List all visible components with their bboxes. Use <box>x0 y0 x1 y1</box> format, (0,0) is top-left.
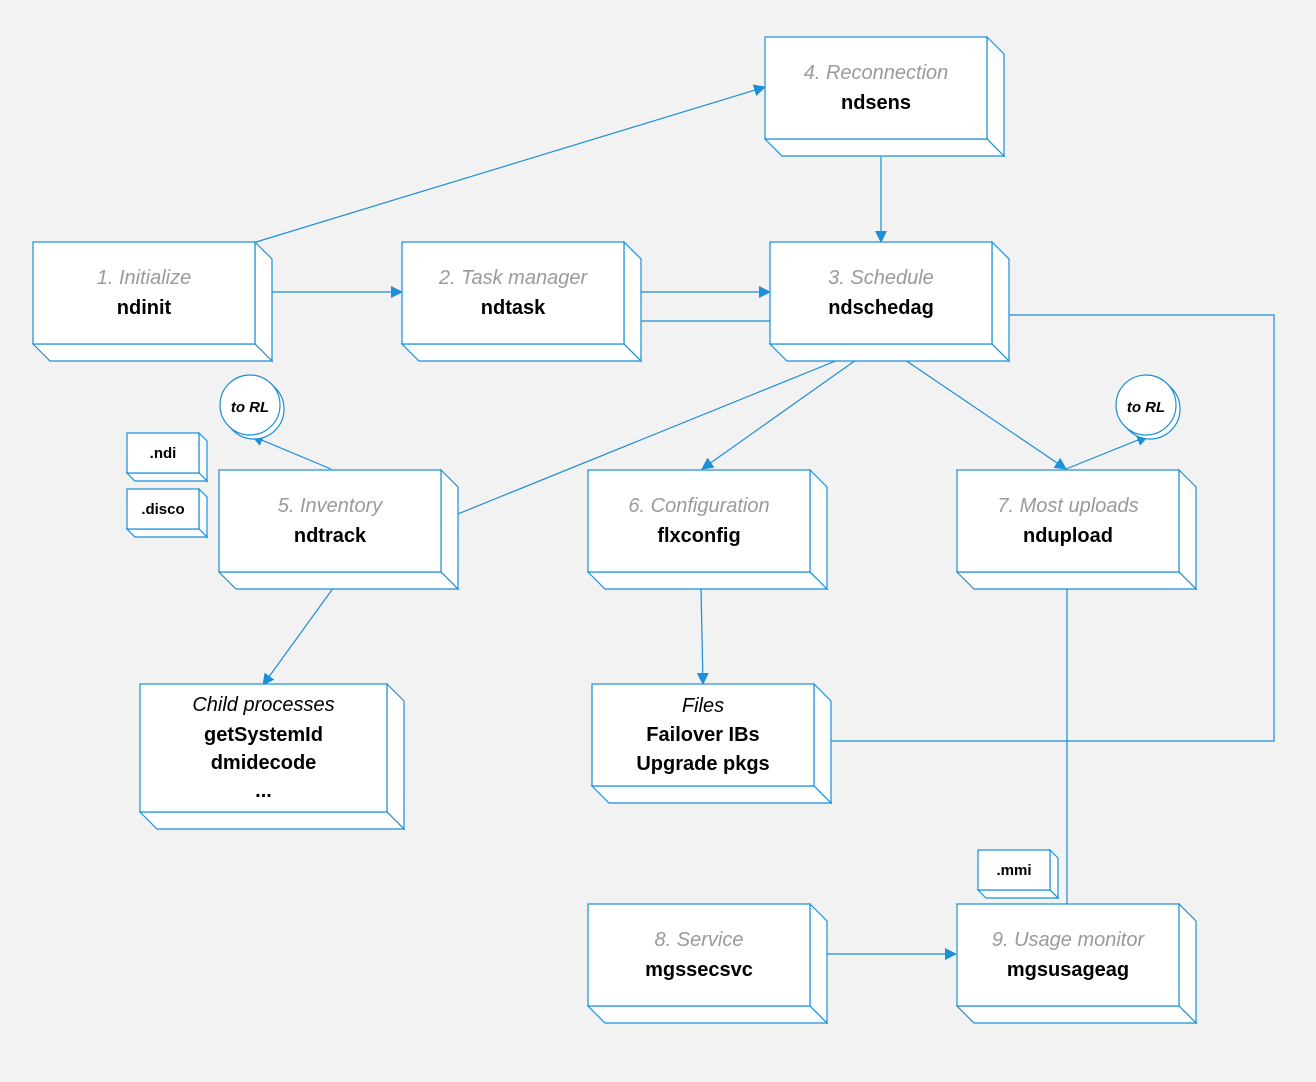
edge-files-schedule <box>816 309 1275 742</box>
files-item: Failover IBs <box>646 724 759 746</box>
node-schedule[interactable]: 3. Schedule ndschedag <box>768 240 1011 363</box>
box-bottom <box>586 571 829 590</box>
box-side <box>991 240 1010 363</box>
node-reconnection[interactable]: 4. Reconnection ndsens <box>763 35 1006 158</box>
node-name-label: ndtrack <box>294 525 367 547</box>
box-face <box>587 903 811 1007</box>
node-name-label: ndupload <box>1023 525 1113 547</box>
node-usage-monitor[interactable]: 9. Usage monitor mgsusageag <box>955 902 1198 1025</box>
node-name-label: mgssecsvc <box>645 959 753 981</box>
node-step-label: 7. Most uploads <box>997 495 1138 517</box>
box-face <box>126 432 200 474</box>
node-most-uploads[interactable]: 7. Most uploads ndupload <box>955 468 1198 591</box>
box-bottom <box>125 472 209 482</box>
node-task-manager[interactable]: 2. Task manager ndtask <box>400 240 643 363</box>
box-face <box>591 683 815 787</box>
node-name-label: ndsens <box>841 92 911 114</box>
box-side <box>813 682 832 805</box>
connectors <box>251 84 1275 960</box>
node-inventory[interactable]: 5. Inventory ndtrack <box>217 468 460 591</box>
edge-configuration-files <box>696 587 709 685</box>
box-bottom <box>125 528 209 538</box>
box-face <box>764 36 988 140</box>
box-bottom <box>590 785 833 804</box>
box-bottom <box>976 889 1060 899</box>
box-side <box>1178 468 1197 591</box>
files-item: Upgrade pkgs <box>636 753 769 775</box>
node-step-label: 8. Service <box>655 929 744 951</box>
file-tag-label: .mmi <box>996 862 1031 879</box>
box-side <box>386 682 405 831</box>
box-face <box>139 683 388 813</box>
node-name-label: mgsusageag <box>1007 959 1129 981</box>
files-title: Files <box>682 695 724 717</box>
file-tag-mmi: .mmi <box>976 848 1060 900</box>
box-bottom <box>138 811 406 830</box>
box-side <box>254 240 273 363</box>
node-child-processes[interactable]: Child processes getSystemId dmidecode... <box>138 682 406 831</box>
remote-link-uploads-label: to RL <box>1127 399 1165 416</box>
box-bottom <box>400 343 643 362</box>
box-bottom <box>955 1005 1198 1024</box>
node-name-label: ndtask <box>481 297 546 319</box>
edge-schedule-configuration <box>701 342 881 470</box>
box-side <box>1178 902 1197 1025</box>
edge-schedule-inventory <box>442 342 881 522</box>
edge-initialize-reconnection <box>255 84 766 243</box>
node-name-label: ndschedag <box>828 297 934 319</box>
node-step-label: 9. Usage monitor <box>992 929 1146 951</box>
box-face <box>956 469 1180 573</box>
edge-inventory-remote <box>251 434 332 470</box>
box-face <box>218 469 442 573</box>
node-initialize[interactable]: 1. Initialize ndinit <box>31 240 274 363</box>
box-bottom <box>955 571 1198 590</box>
remote-link-inventory[interactable]: to RL <box>219 374 285 440</box>
box-face <box>32 241 256 345</box>
box-side <box>623 240 642 363</box>
box-side <box>440 468 459 591</box>
file-tag-label: .ndi <box>150 445 177 462</box>
box-bottom <box>763 138 1006 157</box>
node-name-label: ndinit <box>117 297 172 319</box>
box-face <box>956 903 1180 1007</box>
file-tag-label: .disco <box>141 501 184 518</box>
box-side <box>986 35 1005 158</box>
box-bottom <box>768 343 1011 362</box>
child-process-item: ... <box>255 780 272 802</box>
child-process-item: getSystemId <box>204 724 323 746</box>
node-step-label: 6. Configuration <box>628 495 769 517</box>
box-face <box>126 488 200 530</box>
remote-link-inventory-label: to RL <box>231 399 269 416</box>
node-step-label: 2. Task manager <box>438 267 589 289</box>
remote-link-uploads[interactable]: to RL <box>1115 374 1181 440</box>
node-service[interactable]: 8. Service mgssecsvc <box>586 902 829 1025</box>
box-side <box>809 902 828 1025</box>
box-face <box>401 241 625 345</box>
box-face <box>977 849 1051 891</box>
node-step-label: 3. Schedule <box>828 267 934 289</box>
node-configuration[interactable]: 6. Configuration flxconfig <box>586 468 829 591</box>
box-side <box>809 468 828 591</box>
box-face <box>769 241 993 345</box>
node-step-label: 5. Inventory <box>278 495 384 517</box>
child-process-item: dmidecode <box>211 752 317 774</box>
edge-inventory-childprocesses <box>262 586 335 686</box>
node-step-label: 4. Reconnection <box>804 62 949 84</box>
box-bottom <box>217 571 460 590</box>
box-face <box>587 469 811 573</box>
child-processes-title: Child processes <box>192 694 334 716</box>
box-bottom <box>586 1005 829 1024</box>
file-tag-disco: .disco <box>125 487 209 539</box>
file-tag-ndi: .ndi <box>125 431 209 483</box>
box-bottom <box>31 343 274 362</box>
edge-schedule-uploads <box>879 342 1067 470</box>
edge-uploads-remote <box>1065 434 1149 470</box>
node-name-label: flxconfig <box>657 525 740 547</box>
node-step-label: 1. Initialize <box>97 267 192 289</box>
